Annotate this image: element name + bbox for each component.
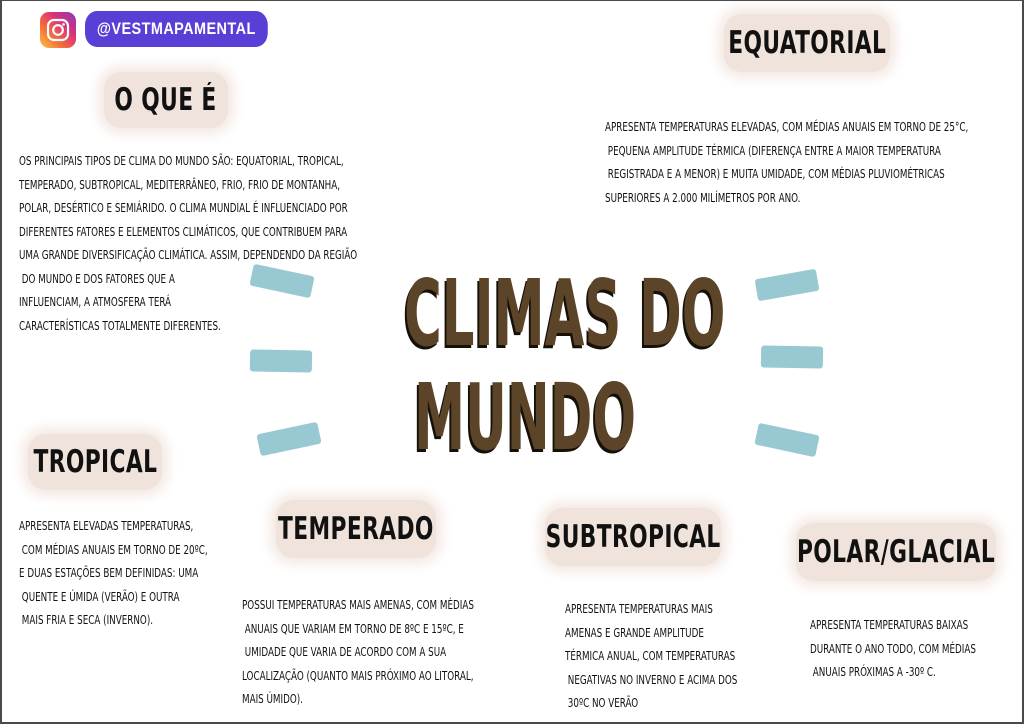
heading-tropical: TROPICAL [28, 434, 162, 490]
heading-polar-glacial-label: POLAR/GLACIAL [796, 534, 996, 570]
heading-temperado-label: TEMPERADO [278, 511, 434, 547]
main-title-line-1: CLIMAS DO [404, 260, 726, 367]
heading-o-que-e-label: O QUE É [114, 82, 218, 118]
temperado-text: POSSUI TEMPERATURAS MAIS AMENAS, COM MÉD… [242, 598, 474, 706]
heading-polar-glacial: POLAR/GLACIAL [796, 523, 996, 581]
heading-equatorial-label: EQUATORIAL [728, 25, 887, 61]
heading-tropical-label: TROPICAL [33, 444, 157, 480]
decorative-stroke-right-3 [754, 422, 820, 458]
main-title-line-2: MUNDO [414, 364, 636, 471]
heading-subtropical: SUBTROPICAL [545, 508, 721, 566]
o-que-e-text: OS PRINCIPAIS TIPOS DE CLIMA DO MUNDO SÃ… [19, 154, 358, 333]
instagram-handle: @VESTMAPAMENTAL [85, 11, 268, 47]
decorative-stroke-left-2 [249, 349, 313, 373]
decorative-stroke-left-3 [256, 421, 322, 457]
heading-temperado: TEMPERADO [276, 500, 436, 558]
camera-glyph-icon [46, 18, 70, 42]
instagram-icon [40, 12, 76, 48]
decorative-stroke-right-1 [754, 268, 820, 302]
subtropical-text: APRESENTA TEMPERATURAS MAIS AMENAS E GRA… [565, 602, 738, 710]
heading-subtropical-label: SUBTROPICAL [545, 519, 721, 555]
tropical-text: APRESENTA ELEVADAS TEMPERATURAS, COM MÉD… [19, 519, 208, 627]
polar-glacial-text: APRESENTA TEMPERATURAS BAIXAS DURANTE O … [810, 618, 976, 679]
heading-equatorial: EQUATORIAL [724, 14, 890, 72]
heading-o-que-e: O QUE É [104, 72, 228, 128]
equatorial-text: APRESENTA TEMPERATURAS ELEVADAS, COM MÉD… [605, 120, 969, 205]
main-title: CLIMAS DO MUNDO [330, 260, 726, 471]
decorative-stroke-right-2 [760, 345, 824, 369]
